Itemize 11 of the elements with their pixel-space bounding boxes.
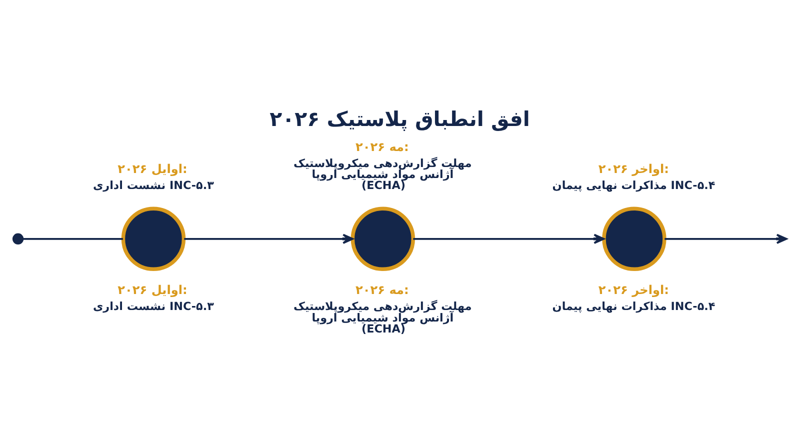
node-label: مه ۲۰۲۶:: [355, 139, 409, 154]
node-label: اوایل ۲۰۲۶:: [118, 162, 188, 176]
node-label: مذاکرات نهایی پیمان INC-۵.۴: [552, 178, 716, 192]
node-label: اواخر ۲۰۲۶:: [598, 162, 670, 176]
node-label: نشست اداری INC-۵.۳: [92, 300, 214, 313]
node-label: اوایل ۲۰۲۶:: [118, 282, 188, 297]
node-label: مذاکرات نهایی پیمان INC-۵.۴: [552, 300, 716, 313]
node-label: نشست اداری INC-۵.۳: [92, 178, 214, 192]
node-label: مه ۲۰۲۶:: [355, 282, 409, 297]
node-label: اواخر ۲۰۲۶:: [598, 282, 670, 297]
diagram-title: افق انطباق پلاستیک ۲۰۲۶: [270, 106, 530, 130]
